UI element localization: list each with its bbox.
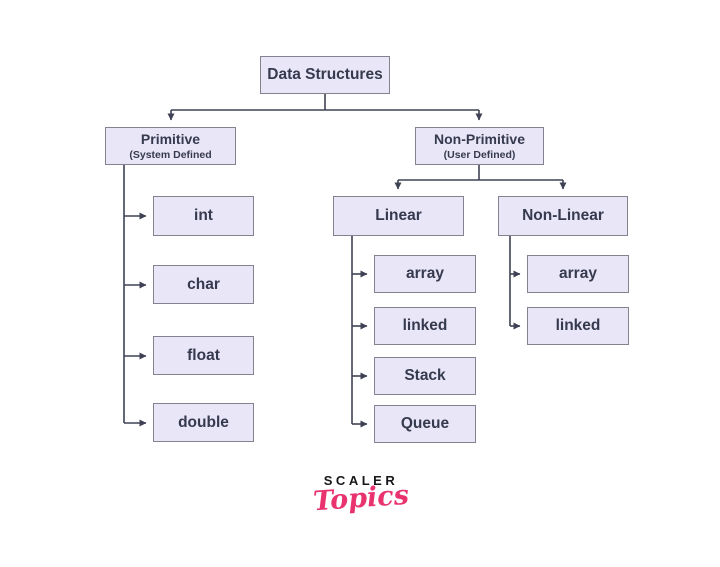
node-primitive-sublabel: (System Defined: [129, 148, 212, 161]
node-double: double: [153, 403, 254, 442]
node-data-structures: Data Structures: [260, 56, 390, 94]
node-linear-stack: Stack: [374, 357, 476, 395]
node-double-label: double: [178, 413, 229, 431]
node-float: float: [153, 336, 254, 375]
node-float-label: float: [187, 346, 220, 364]
connector-primitive-trunk: [123, 165, 147, 427]
scaler-topics-logo: SCALER Topics: [298, 473, 424, 517]
node-linear: Linear: [333, 196, 464, 236]
connector-nonlinear-trunk: [509, 236, 521, 330]
node-int: int: [153, 196, 254, 236]
node-linear-linked: linked: [374, 307, 476, 345]
node-primitive: Primitive (System Defined: [105, 127, 236, 165]
node-linear-label: Linear: [375, 207, 422, 225]
connector-linear-trunk: [351, 236, 368, 428]
connector-root-split: [167, 94, 483, 121]
node-linear-array-label: array: [406, 265, 444, 283]
node-char: char: [153, 265, 254, 304]
node-linear-stack-label: Stack: [404, 367, 446, 385]
node-non-linear-label: Non-Linear: [522, 207, 604, 225]
node-non-primitive-sublabel: (User Defined): [443, 148, 516, 161]
node-data-structures-label: Data Structures: [267, 66, 383, 84]
node-linear-queue: Queue: [374, 405, 476, 443]
node-int-label: int: [194, 207, 213, 225]
node-linear-array: array: [374, 255, 476, 293]
logo-brand-text: SCALER: [323, 473, 399, 488]
node-non-linear: Non-Linear: [498, 196, 628, 236]
node-nonlinear-linked-label: linked: [555, 317, 601, 335]
node-linear-linked-label: linked: [402, 317, 448, 335]
connector-nonprimitive-split: [394, 165, 567, 190]
node-non-primitive-label: Non-Primitive: [433, 131, 525, 148]
node-linear-queue-label: Queue: [400, 415, 450, 433]
node-primitive-label: Primitive: [140, 131, 201, 148]
node-nonlinear-array-label: array: [559, 265, 597, 283]
node-non-primitive: Non-Primitive (User Defined): [415, 127, 544, 165]
node-nonlinear-linked: linked: [527, 307, 629, 345]
node-nonlinear-array: array: [527, 255, 629, 293]
node-char-label: char: [187, 275, 220, 293]
